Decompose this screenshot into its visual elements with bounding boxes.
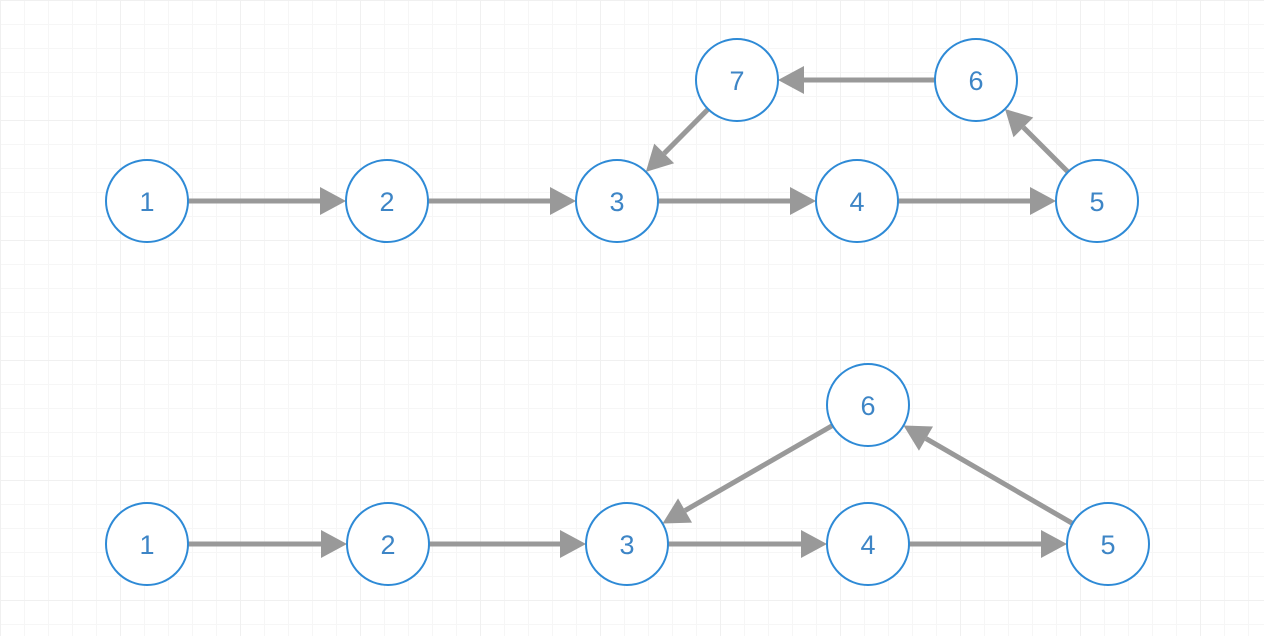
node-circle[interactable] [695,38,779,122]
arrowhead-icon [320,187,346,215]
edge-1-to-2[interactable] [188,187,346,215]
graph-node-4[interactable]: 4 [826,502,910,586]
node-label: 4 [860,530,875,560]
node-circle[interactable] [826,363,910,447]
graph-node-2[interactable]: 2 [345,159,429,243]
node-label: 3 [619,530,634,560]
node-circle[interactable] [826,502,910,586]
arrowhead-icon [550,187,576,215]
graph-node-2[interactable]: 2 [346,502,430,586]
node-label: 5 [1100,530,1115,560]
edge-2-to-3[interactable] [429,530,586,558]
graph-node-1[interactable]: 1 [105,159,189,243]
edge-5-to-6[interactable] [1004,108,1070,174]
graph-node-6[interactable]: 6 [826,363,910,447]
graph-node-4[interactable]: 4 [815,159,899,243]
edge-7-to-3[interactable] [645,107,710,172]
edge-4-to-5[interactable] [909,530,1067,558]
edge-5-to-6[interactable] [903,425,1074,526]
edge-6-to-7[interactable] [778,66,935,94]
edge-1-to-2[interactable] [188,530,347,558]
arrowhead-icon [790,187,816,215]
edge-4-to-5[interactable] [898,187,1056,215]
node-circle[interactable] [575,159,659,243]
graph-node-5[interactable]: 5 [1055,159,1139,243]
edge-2-to-3[interactable] [428,187,576,215]
node-label: 5 [1089,187,1104,217]
node-circle[interactable] [346,502,430,586]
edge-3-to-4[interactable] [658,187,816,215]
edge-6-to-3[interactable] [662,423,834,524]
graph-node-5[interactable]: 5 [1066,502,1150,586]
arrowhead-icon [662,498,693,524]
node-label: 6 [860,391,875,421]
edge-3-to-4[interactable] [668,530,827,558]
node-label: 1 [139,187,154,217]
node-label: 2 [379,187,394,217]
arrowhead-icon [801,530,827,558]
node-label: 4 [849,187,864,217]
graph-node-7[interactable]: 7 [695,38,779,122]
graph-node-6[interactable]: 6 [934,38,1018,122]
node-label: 7 [729,66,744,96]
node-label: 6 [968,66,983,96]
arrowhead-icon [1030,187,1056,215]
node-circle[interactable] [1066,502,1150,586]
node-circle[interactable] [105,502,189,586]
arrowhead-icon [778,66,804,94]
graph-node-3[interactable]: 3 [575,159,659,243]
node-circle[interactable] [815,159,899,243]
node-label: 1 [139,530,154,560]
arrowhead-icon [560,530,586,558]
node-circle[interactable] [1055,159,1139,243]
node-label: 2 [380,530,395,560]
arrowhead-icon [903,425,933,451]
node-circle[interactable] [345,159,429,243]
node-label: 3 [609,187,624,217]
node-circle[interactable] [585,502,669,586]
arrowhead-icon [1004,108,1034,138]
graph-node-1[interactable]: 1 [105,502,189,586]
arrowhead-icon [645,143,675,172]
node-circle[interactable] [105,159,189,243]
nodes-layer: 1 2 3 4 5 6 7 1 2 3 4 5 6 [105,38,1150,586]
graph-node-3[interactable]: 3 [585,502,669,586]
arrowhead-icon [321,530,347,558]
arrowhead-icon [1041,530,1067,558]
edges-layer [188,66,1074,558]
node-circle[interactable] [934,38,1018,122]
